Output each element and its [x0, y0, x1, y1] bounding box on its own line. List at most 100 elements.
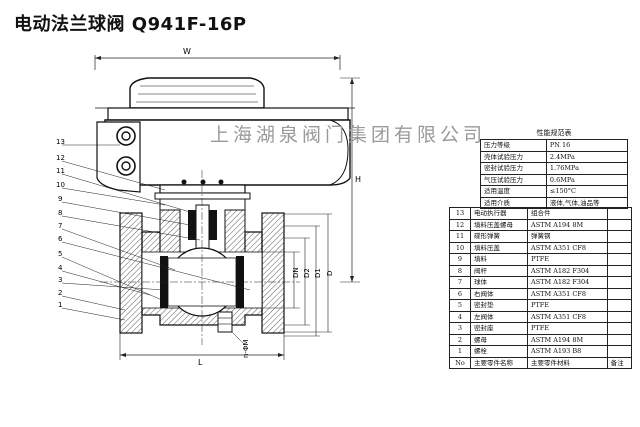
nm-leader — [231, 331, 246, 346]
part-no: 7 — [449, 276, 471, 289]
part-name: 螺母 — [470, 333, 528, 346]
length-dimension: L — [119, 333, 285, 367]
part-name: 碟形弹簧 — [470, 230, 528, 243]
part-name: 阀杆 — [470, 264, 528, 277]
part-no: 10 — [449, 241, 471, 254]
part-material: ASTM A182 F304 — [527, 264, 608, 277]
dim-label-dn: DN — [292, 267, 300, 278]
part-name: 密封座 — [470, 322, 528, 335]
perf-value: 1.76MPa — [545, 162, 629, 175]
balloon-4: 4 — [58, 264, 63, 272]
part-no: 11 — [449, 230, 471, 243]
part-material: PTFE — [527, 322, 608, 335]
part-material: ASTM A351 CF8 — [527, 241, 608, 254]
part-remark — [606, 207, 633, 220]
part-name: 螺栓 — [470, 345, 528, 358]
part-name: 电动执行器 — [470, 207, 528, 220]
perf-label: 气压试验压力 — [480, 173, 547, 186]
part-no: 6 — [449, 287, 471, 300]
dim-label-l: L — [198, 358, 203, 367]
header-name: 主要零件名称 — [470, 356, 528, 369]
balloon-6: 6 — [58, 235, 63, 243]
dim-label-nm: n-ΦM — [242, 339, 250, 358]
part-material: ASTM A182 F304 — [527, 276, 608, 289]
part-remark — [606, 299, 633, 312]
performance-table: 性能规范表 压力等级 PN 16 壳体试验压力 2.4MPa 密封试验压力 1.… — [480, 128, 629, 209]
perf-value: ≤150°C — [545, 185, 629, 198]
balloon-5: 5 — [58, 250, 62, 258]
balloon-7: 7 — [58, 222, 62, 230]
perf-label: 密封试验压力 — [480, 162, 547, 175]
part-material: ASTM A193 B8 — [527, 345, 608, 358]
part-name: 左阀体 — [470, 310, 528, 323]
company-watermark: 上海湖泉阀门集团有限公司 — [210, 124, 487, 146]
part-no: 3 — [449, 322, 471, 335]
perf-value: PN 16 — [545, 139, 629, 152]
part-material: ASTM A351 CF8 — [527, 287, 608, 300]
table-row: 适用温度 ≤150°C — [480, 185, 629, 198]
performance-caption: 性能规范表 — [536, 129, 572, 137]
part-name: 填料压盖 — [470, 241, 528, 254]
part-no: 1 — [449, 345, 471, 358]
valve-body — [100, 170, 300, 345]
part-remark — [606, 241, 633, 254]
balloon-9: 9 — [58, 195, 62, 203]
header-material: 主要零件材料 — [527, 356, 608, 369]
part-no: 9 — [449, 253, 471, 266]
table-row: 密封试验压力 1.76MPa — [480, 162, 629, 175]
actuator — [95, 77, 355, 193]
table-header-row: No 主要零件名称 主要零件材料 备注 — [449, 356, 633, 369]
balloon-3: 3 — [58, 276, 62, 284]
perf-label: 适用温度 — [480, 185, 547, 198]
balloon-11: 11 — [56, 167, 65, 175]
dim-label-d: D — [326, 271, 334, 276]
part-no: 13 — [449, 207, 471, 220]
part-name: 右阀体 — [470, 287, 528, 300]
part-remark — [606, 310, 633, 323]
part-remark — [606, 287, 633, 300]
perf-label: 壳体试验压力 — [480, 150, 547, 163]
page-title: 电动法兰球阀 Q941F-16P — [14, 14, 247, 35]
diameter-dimensions: DN D2 D1 D — [262, 213, 334, 337]
part-no: 8 — [449, 264, 471, 277]
perf-value: 0.6MPa — [545, 173, 629, 186]
part-remark — [606, 322, 633, 335]
balloon-callouts: 13 12 11 10 9 8 7 6 5 4 3 2 1 — [56, 138, 251, 321]
part-material: PTFE — [527, 299, 608, 312]
part-name: 填料 — [470, 253, 528, 266]
balloon-8: 8 — [58, 209, 62, 217]
part-material: ASTM A351 CF8 — [527, 310, 608, 323]
part-remark — [606, 264, 633, 277]
part-no: 12 — [449, 218, 471, 231]
balloon-10: 10 — [56, 181, 65, 189]
width-dimension: W — [94, 47, 341, 70]
part-material: ASTM A194 8M — [527, 218, 608, 231]
part-remark — [606, 253, 633, 266]
table-row: 壳体试验压力 2.4MPa — [480, 150, 629, 163]
part-remark — [606, 276, 633, 289]
balloon-13: 13 — [56, 138, 65, 146]
part-material: 组合件 — [527, 207, 608, 220]
perf-label: 压力等级 — [480, 139, 547, 152]
height-dimension: H — [340, 77, 361, 283]
part-name: 填料压盖螺母 — [470, 218, 528, 231]
part-no: 5 — [449, 299, 471, 312]
balloon-12: 12 — [56, 154, 65, 162]
header-remark: 备注 — [606, 356, 633, 369]
dim-label-h: H — [355, 175, 361, 184]
part-material: ASTM A194 8M — [527, 333, 608, 346]
part-name: 球体 — [470, 276, 528, 289]
